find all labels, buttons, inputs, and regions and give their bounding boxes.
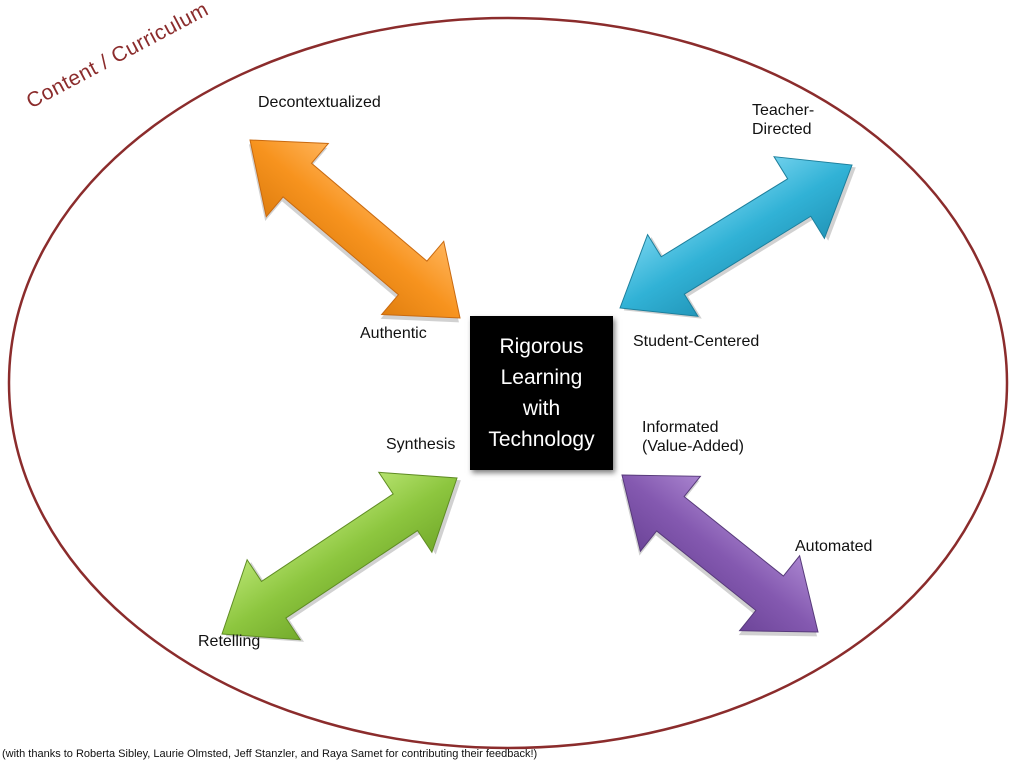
arrow-blue <box>619 156 856 319</box>
label-automated: Automated <box>795 538 873 555</box>
arrow-green <box>221 471 461 642</box>
credit-footnote: (with thanks to Roberta Sibley, Laurie O… <box>2 748 538 760</box>
arrow-orange <box>248 139 461 323</box>
label-informated: Informated (Value-Added) <box>642 419 744 455</box>
content-curriculum-ellipse <box>7 16 1009 750</box>
arrow-orange-body <box>249 139 461 319</box>
label-student-centered: Student-Centered <box>633 333 760 350</box>
center-box: Rigorous Learning with Technology <box>470 316 613 470</box>
label-teacher-directed: Teacher- Directed <box>752 102 815 138</box>
label-authentic: Authentic <box>360 325 427 342</box>
arrow-green-body <box>221 471 458 641</box>
arrow-purple-body <box>621 474 819 633</box>
arrow-purple <box>621 474 819 637</box>
label-synthesis: Synthesis <box>386 436 456 453</box>
center-title: Rigorous Learning with Technology <box>488 335 595 451</box>
label-decontextualized: Decontextualized <box>258 94 381 111</box>
arrow-blue-body <box>619 156 853 317</box>
label-retelling: Retelling <box>198 633 261 650</box>
